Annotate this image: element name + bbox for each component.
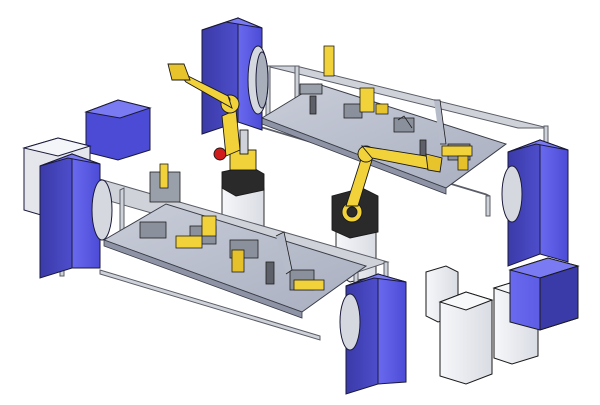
fixture-bracket [275, 231, 293, 275]
workpiece [323, 45, 335, 77]
robot-wrist [425, 153, 443, 173]
upper-right-positioner [501, 139, 569, 267]
controller-cabinets [425, 257, 580, 385]
fixture-clamp [393, 117, 415, 133]
lower-fixtures [139, 163, 325, 291]
fixture-clamp [299, 83, 323, 95]
lower-left-positioner [22, 99, 152, 279]
lower-right-positioner [339, 273, 407, 395]
workpiece [175, 235, 203, 249]
fixture-bracket [434, 99, 447, 145]
robot-wrist [167, 63, 191, 81]
workpiece [309, 95, 317, 115]
workpiece [159, 163, 169, 189]
workpiece [457, 155, 469, 171]
robot-joint [213, 147, 227, 161]
workpiece [265, 261, 275, 285]
fixture-clamp [139, 221, 167, 239]
workpiece [293, 279, 325, 291]
robot-lower-arm [345, 155, 373, 207]
workpiece [441, 145, 473, 157]
lower-table-edge [103, 239, 303, 319]
fixture-clamp [343, 103, 363, 119]
robot-base [221, 165, 265, 197]
upper-fixtures [299, 45, 473, 171]
workpiece [201, 215, 217, 237]
workpiece [359, 87, 375, 113]
positioner-turntable [339, 293, 361, 351]
robot-joint [346, 206, 358, 218]
lower-station [22, 99, 407, 395]
positioner-turntable [255, 51, 269, 109]
positioner-turntable [91, 179, 113, 241]
workpiece [375, 103, 389, 115]
robot-cable [239, 129, 249, 155]
positioner-turntable [501, 165, 523, 223]
fixture-bracket [397, 115, 413, 129]
workpiece [231, 249, 245, 273]
